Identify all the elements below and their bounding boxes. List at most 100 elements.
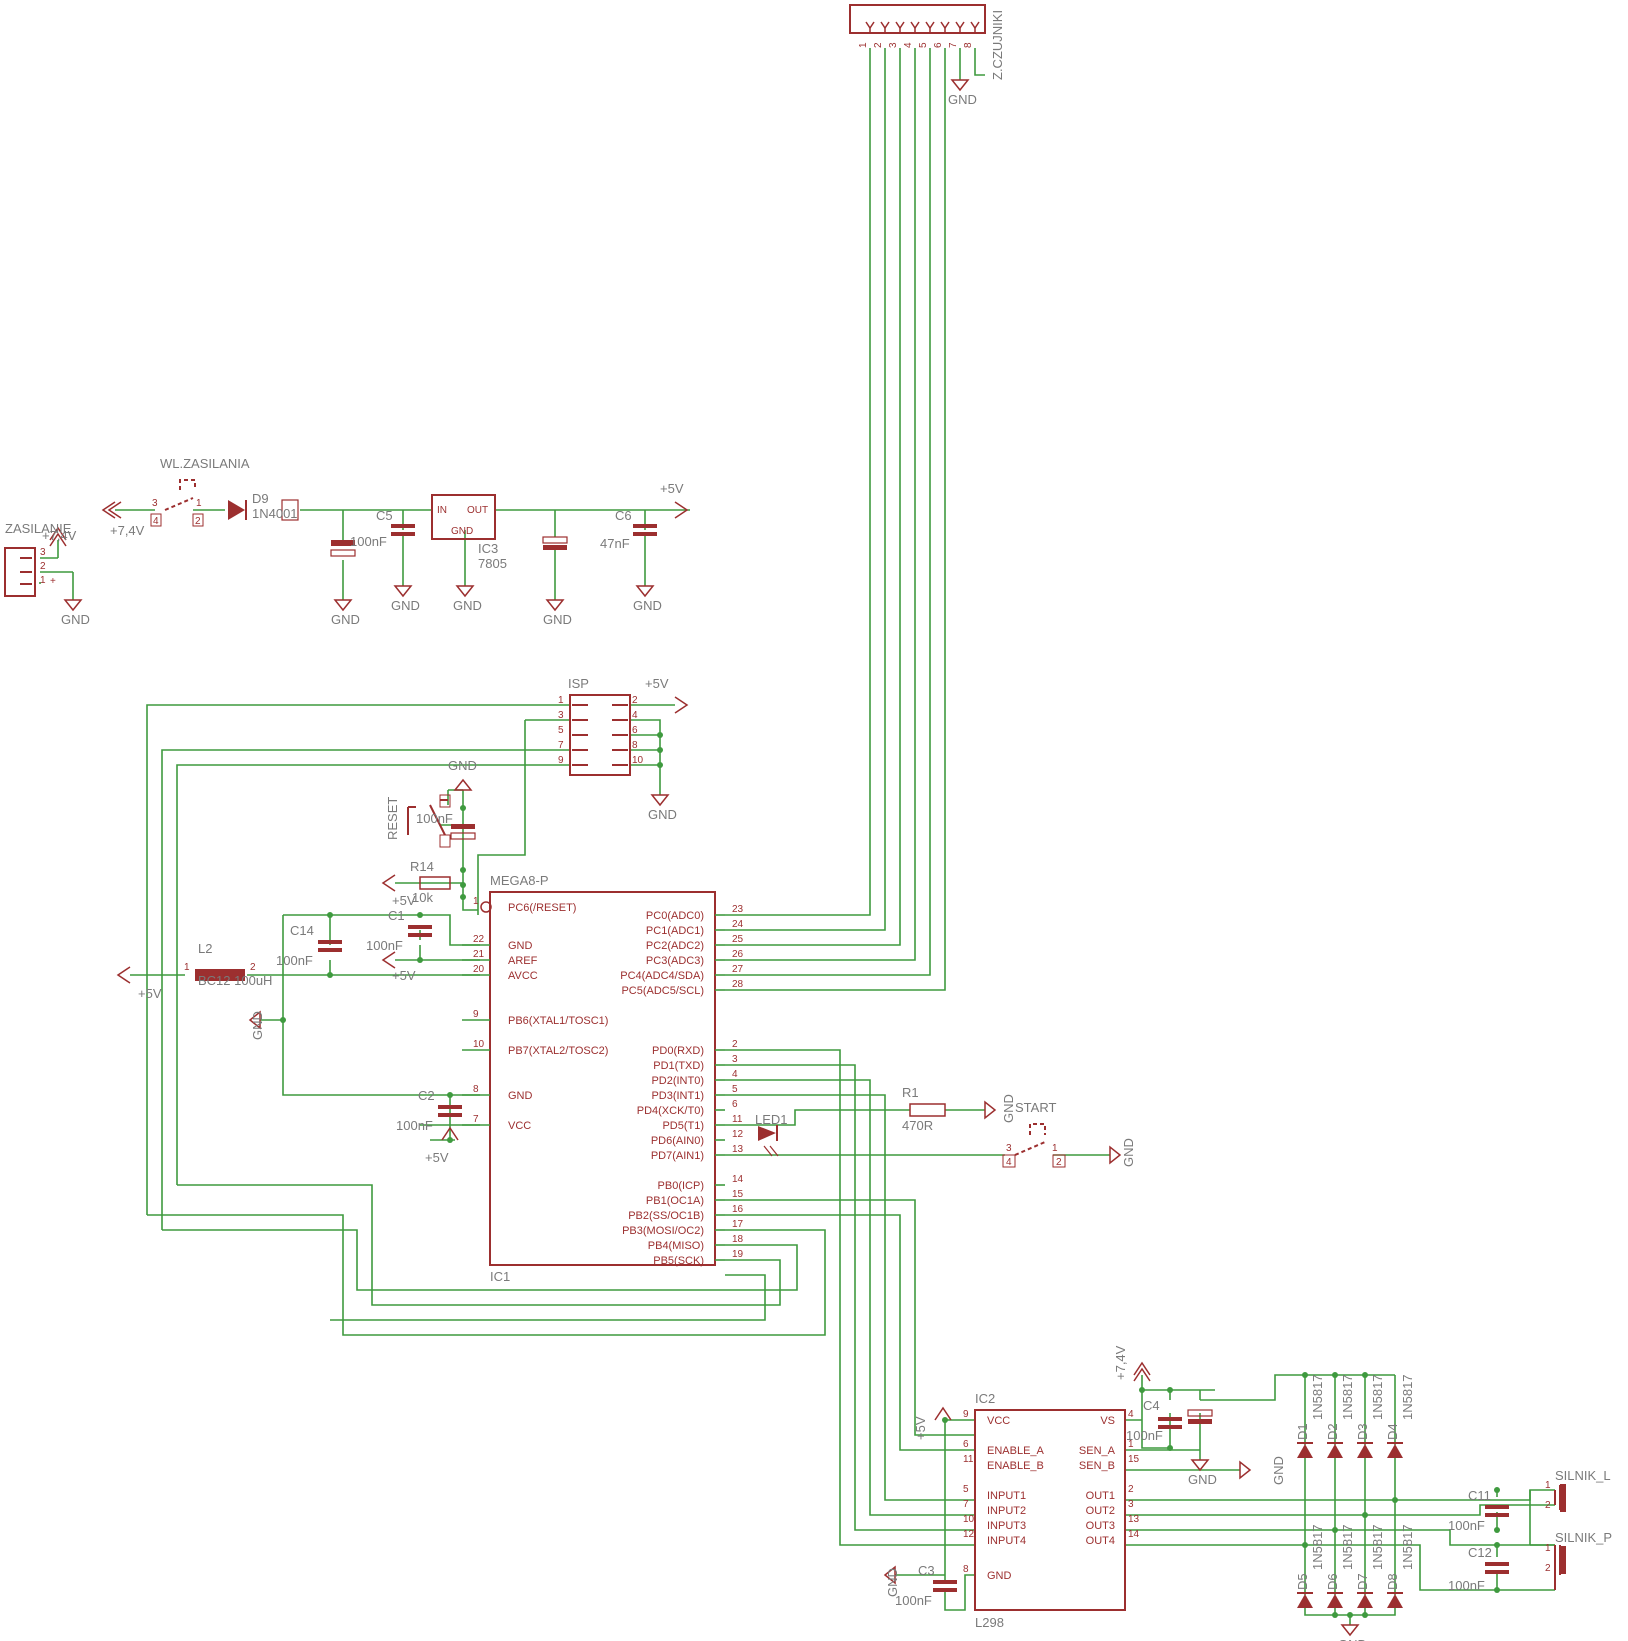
sensor-pin-5: 5 <box>918 42 929 48</box>
driver-pin-11-number: 11 <box>963 1454 974 1465</box>
start-pin-4: 4 <box>1006 1157 1012 1168</box>
switch-label: WL.ZASILANIA <box>160 456 250 471</box>
gnd-symbol: GND <box>648 794 677 822</box>
mcu-pin-15-name: PB1(OC1A) <box>646 1195 704 1207</box>
diode-d3-value: 1N5817 <box>1370 1374 1385 1420</box>
isp-pin-10: 10 <box>632 755 644 766</box>
gnd-r1-label: GND <box>1001 1094 1016 1123</box>
silnik-l-label: SILNIK_L <box>1555 1468 1611 1483</box>
driver-pin-2-number: 2 <box>1128 1484 1134 1495</box>
isp-pin-4: 4 <box>632 710 638 721</box>
reset-cap-value: 100nF <box>416 811 453 826</box>
mcu-pin-1-name: PC6(/RESET) <box>508 902 576 914</box>
supply-arrow <box>441 1126 459 1141</box>
mcu-pin-22-number: 22 <box>473 934 485 945</box>
c14-value: 100nF <box>276 953 313 968</box>
driver-pin-5-name: INPUT1 <box>987 1490 1026 1502</box>
diode-d7-value: 1N5817 <box>1370 1524 1385 1570</box>
sensor-pin-1-marker <box>865 21 875 30</box>
capacitor-c5-electrolytic: 100nF <box>330 534 387 557</box>
mcu-pin-12-name: PD6(AIN0) <box>651 1135 704 1147</box>
driver-pin-11-name: ENABLE_B <box>987 1460 1044 1472</box>
sensor-pin-2: 2 <box>873 42 884 48</box>
mcu-pin-26-number: 26 <box>732 949 744 960</box>
mcu-pin-15-number: 15 <box>732 1189 744 1200</box>
isp-label: ISP <box>568 676 589 691</box>
diode-d4-name: D4 <box>1385 1423 1400 1440</box>
mcu-pin-8-name: GND <box>508 1090 533 1102</box>
gnd-reset-symbol <box>453 778 473 791</box>
gnd-label: GND <box>543 612 572 627</box>
c14-name: C14 <box>290 923 314 938</box>
diode-bridge: D11N5817D21N5817D31N5817D41N5817D51N5817… <box>1295 1374 1415 1608</box>
r1-value: 470R <box>902 1118 933 1133</box>
ic3-value: 7805 <box>478 556 507 571</box>
diode-d9: D9 1N4001 <box>228 491 299 521</box>
r1-name: R1 <box>902 1085 919 1100</box>
mcu-pin-18-name: PB4(MISO) <box>648 1240 704 1252</box>
supply-label: +5V <box>645 676 669 691</box>
mcu-pin-20-number: 20 <box>473 964 485 975</box>
capacitor-c6: C6 47nF <box>600 508 657 551</box>
mcu-pin-26-name: PC3(ADC3) <box>646 955 704 967</box>
zasilanie-pin-1: 1 <box>40 575 46 586</box>
driver-name: IC2 <box>975 1391 995 1406</box>
regulator-ic3: IN OUT GND IC3 7805 <box>431 494 507 571</box>
sensor-pin-4: 4 <box>903 42 914 48</box>
l2-pin-2: 2 <box>250 962 256 973</box>
gnd-triangle <box>453 778 473 791</box>
mcu-pin-16-number: 16 <box>732 1204 744 1215</box>
gnd-mcu-symbol <box>248 1010 261 1030</box>
sensor-pin-8: 8 <box>963 42 974 48</box>
gnd-c3-symbol <box>883 1565 896 1585</box>
led1-label: LED1 <box>755 1112 788 1127</box>
mcu-pin-5-number: 5 <box>732 1084 738 1095</box>
gnd-r1-symbol <box>984 1100 997 1120</box>
diode-d4-value: 1N5817 <box>1400 1374 1415 1420</box>
reset-capacitor: 100nF <box>416 811 476 840</box>
diode-d6-body <box>1327 1594 1343 1608</box>
isp-pin-3: 3 <box>558 710 564 721</box>
gnd-mcu-label: GND <box>250 1011 265 1040</box>
mcu-ic1: MEGA8-P IC1 PC6(/RESET)1GND22AREF21AVCC2… <box>462 873 744 1284</box>
ic3-pin-in: IN <box>437 505 447 516</box>
c3-value: 100nF <box>895 1593 932 1608</box>
driver-pin-13-name: OUT3 <box>1086 1520 1115 1532</box>
gnd-symbol: GND <box>633 585 662 613</box>
sensor-pin-3-marker <box>895 21 905 30</box>
mcu-pin-13-number: 13 <box>732 1144 744 1155</box>
driver-pin-14-number: 14 <box>1128 1529 1140 1540</box>
mcu-pin-21-number: 21 <box>473 949 485 960</box>
gnd-label: GND <box>391 598 420 613</box>
start-pin-3: 3 <box>1006 1143 1012 1154</box>
supply-label: +7,4V <box>1113 1345 1128 1380</box>
gnd-triangle <box>393 585 413 598</box>
mcu-pin-16-name: PB2(SS/OC1B) <box>628 1210 704 1222</box>
driver-pin-3-name: OUT2 <box>1086 1505 1115 1517</box>
r14-value: 10k <box>412 890 433 905</box>
supply-arrow <box>381 874 396 892</box>
mcu-pin-27-number: 27 <box>732 964 744 975</box>
supply-label: +5V <box>392 893 416 908</box>
ic3-pin-gnd: GND <box>451 526 473 537</box>
gnd-label: GND <box>61 612 90 627</box>
driver-pin-7-number: 7 <box>963 1499 969 1510</box>
supply-label: +7,4V <box>42 528 77 543</box>
gnd-symbol: GND <box>453 585 482 613</box>
gnd-symbol: GND <box>391 585 420 613</box>
supply-arrow <box>674 696 689 714</box>
driver-pin-13-number: 13 <box>1128 1514 1140 1525</box>
gnd-triangle <box>333 599 353 612</box>
mcu-pin-10-number: 10 <box>473 1039 485 1050</box>
mcu-pin-4-number: 4 <box>732 1069 738 1080</box>
supply-label: +5V <box>392 968 416 983</box>
led1: LED1 <box>755 1112 788 1157</box>
c5-value: 100nF <box>350 534 387 549</box>
mcu-pin-3-number: 3 <box>732 1054 738 1065</box>
zasilanie-connector: ZASILANIE 3 2 1 + <box>4 521 72 597</box>
capacitor-c12: C12 100nF <box>1448 1545 1509 1593</box>
sensor-pin-1: 1 <box>858 42 869 48</box>
